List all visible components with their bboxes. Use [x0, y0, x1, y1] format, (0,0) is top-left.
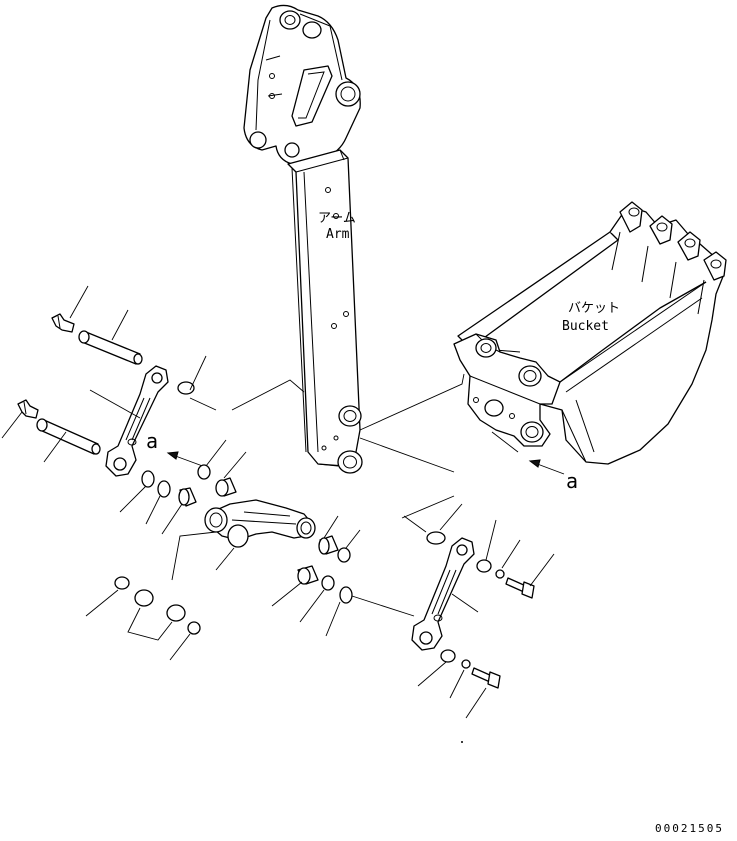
arm-label-jp: アーム	[318, 211, 356, 226]
shim-ring-4	[339, 586, 353, 604]
ring-lower-left-1	[114, 576, 130, 590]
washer-right-1	[476, 559, 492, 573]
bucket	[453, 201, 727, 465]
ring-lower-left-4	[187, 621, 201, 635]
bushing-1	[178, 487, 197, 507]
pin-upper	[78, 330, 143, 365]
grease-fitting-lower	[17, 399, 39, 419]
bolt-right-2	[471, 667, 501, 689]
bushing-3	[318, 535, 339, 555]
nut-right-1	[495, 569, 505, 579]
shim-ring-1	[141, 470, 155, 488]
link-plate-right	[411, 537, 475, 651]
shim-ring-3	[321, 575, 335, 591]
dot-mark	[461, 741, 463, 743]
grease-fitting-upper	[51, 313, 75, 333]
spacer-ring-1	[197, 464, 211, 480]
spacer-ring-2	[337, 547, 351, 563]
washer-right-2	[440, 649, 456, 663]
arm-label-en: Arm	[326, 227, 350, 242]
bushing-4	[297, 565, 319, 585]
bolt-right-1	[505, 577, 535, 599]
shim-ring-2	[157, 480, 171, 498]
ref-a-left: a	[146, 429, 158, 453]
pin-lower	[36, 418, 101, 455]
document-number: 00021505	[655, 822, 724, 835]
ring-lower-left-3	[166, 604, 186, 622]
washer-upper-left	[177, 381, 195, 395]
arm	[243, 4, 363, 474]
ref-a-right: a	[566, 469, 578, 493]
nut-right-2	[461, 659, 471, 669]
connecting-link	[204, 499, 316, 548]
link-plate-left	[105, 365, 169, 477]
ring-lower-left-2	[134, 589, 154, 607]
bushing-2	[215, 477, 237, 497]
bucket-label-jp: バケット	[568, 301, 620, 316]
washer-upper-right	[426, 531, 446, 545]
bucket-label-en: Bucket	[562, 319, 609, 334]
